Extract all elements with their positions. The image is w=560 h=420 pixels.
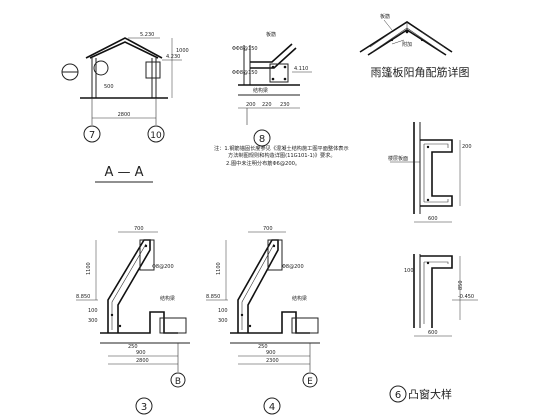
rebar-lower xyxy=(424,199,449,203)
gable-roof xyxy=(85,37,163,59)
axis-7-label: 7 xyxy=(89,130,95,141)
slab-rebar xyxy=(241,243,275,330)
sloped-slab xyxy=(107,239,151,333)
rebar-hatch-right xyxy=(421,31,445,48)
elev-top-text: 5.230 xyxy=(140,32,154,38)
sloped-slab xyxy=(237,239,279,333)
detail-4: 700 1100 8.850 100 300 结构梁 Φ8@200 900 23… xyxy=(206,226,320,415)
dim-top: 700 xyxy=(134,226,144,232)
axis-bubble-e xyxy=(302,372,318,388)
lintel xyxy=(159,317,187,334)
dim-low-text: 500 xyxy=(104,84,114,90)
window-6: 楼层板面 200 600 850 -0.450 100 600 6 凸窗大样 xyxy=(388,122,478,403)
label-slab: 楼层板面 xyxy=(388,155,408,162)
dim-a: 200 xyxy=(246,102,256,108)
ridge-detail: 板筋 附加 雨篷板阳角配筋详图 xyxy=(359,13,470,79)
axis-3-label: 3 xyxy=(141,402,147,413)
bay-lower-outline xyxy=(420,255,453,328)
dim-lower-w: 600 xyxy=(428,330,438,336)
dim-low2: 300 xyxy=(88,318,98,324)
elev: 8.850 xyxy=(76,294,90,300)
bay-upper-outline xyxy=(420,139,453,207)
detail-8: 板筋 ΦΦ8@150 ΦΦ8@150 结构梁 4.110 200 220 230… xyxy=(232,31,312,147)
axis-e-label: E xyxy=(307,377,313,387)
dim-upper-w: 600 xyxy=(428,216,438,222)
label-rebar-2: ΦΦ8@150 xyxy=(232,70,258,76)
dim-side-text: 1000 xyxy=(176,48,189,54)
roof-slab xyxy=(250,43,293,63)
dim-span: 900 xyxy=(136,350,146,356)
label-beam: 结构梁 xyxy=(160,295,175,302)
dim-low3: 250 xyxy=(128,344,138,350)
elev-text: 4.110 xyxy=(294,66,308,72)
axis-8-label: 8 xyxy=(259,134,265,145)
label-slab: 板筋 xyxy=(266,31,276,38)
axis-4-label: 4 xyxy=(269,402,275,413)
dim-bottom: 2300 xyxy=(266,358,279,364)
axis-bubble-b xyxy=(170,372,186,388)
edge-beam xyxy=(269,63,289,83)
dim-span: 900 xyxy=(266,350,276,356)
dim-low1: 100 xyxy=(218,308,228,314)
leader-bottom xyxy=(391,39,405,45)
corner-beam xyxy=(145,61,161,79)
dim-upper-h: 200 xyxy=(462,144,472,150)
dim-low3: 250 xyxy=(258,344,268,350)
top-box xyxy=(267,239,283,271)
leader-top xyxy=(383,19,393,31)
axis-bubble-10 xyxy=(147,125,165,143)
note-line-1: 注：1.钢筋锚固长度参见《混凝土结构施工图平面整体表示 xyxy=(214,144,349,152)
note-line-3: 2.图中未注明分布筋Φ6@200。 xyxy=(226,159,300,167)
dim-ht: 1100 xyxy=(216,262,222,275)
axis-b-label: B xyxy=(175,377,181,387)
elev: 8.850 xyxy=(206,294,220,300)
axis-bubble-8 xyxy=(253,129,271,147)
note-line-2: 方法制图规则和构造详图(11G101-1)》要求。 xyxy=(228,151,336,159)
rebar-hatch-left xyxy=(369,31,393,48)
top-box xyxy=(139,239,155,271)
dim-lower-h: 850 xyxy=(458,280,464,290)
label-beam: 结构梁 xyxy=(292,295,307,302)
slab-rebar xyxy=(111,243,147,330)
section-aa: 7 10 2800 5.230 4.230 1000 500 A — A xyxy=(61,32,189,183)
label-rebar: ΦΦ8@150 xyxy=(232,46,258,52)
ridge-label-rebar: 板筋 xyxy=(380,13,390,20)
label-rebar: Φ8@200 xyxy=(152,264,174,270)
elev: -0.450 xyxy=(458,294,474,300)
label-beam: 结构梁 xyxy=(253,87,268,94)
dim-top: 700 xyxy=(263,226,273,232)
axis-bubble-7 xyxy=(83,125,101,143)
rebar-lower-top xyxy=(424,261,449,264)
dim-small: 100 xyxy=(404,268,414,274)
lintel xyxy=(291,317,319,334)
window-title: 凸窗大样 xyxy=(408,387,452,401)
dim-low1: 100 xyxy=(88,308,98,314)
dim-ht: 1100 xyxy=(86,262,92,275)
axis-6-label: 6 xyxy=(395,390,401,401)
rebar-upper xyxy=(424,143,449,148)
general-notes: 注：1.钢筋锚固长度参见《混凝土结构施工图平面整体表示 方法制图规则和构造详图(… xyxy=(214,144,349,167)
detail-3: 700 1100 8.850 100 300 结构梁 Φ8@200 900 28… xyxy=(76,226,190,415)
dim-low2: 300 xyxy=(218,318,228,324)
section-aa-title: A — A xyxy=(104,165,143,180)
axis-bubble-6 xyxy=(389,385,407,403)
axis-10-label: 10 xyxy=(150,131,162,141)
dim-bottom: 2800 xyxy=(136,358,149,364)
ridge-label-add: 附加 xyxy=(402,41,412,48)
dim-c: 230 xyxy=(280,102,290,108)
eave-circle xyxy=(93,60,109,76)
axis-bubble-3 xyxy=(135,397,153,415)
roof-slab-bottom xyxy=(250,47,297,69)
dim-width-text: 2800 xyxy=(118,112,131,118)
label-rebar: Φ8@200 xyxy=(282,264,304,270)
ridge-detail-title: 雨篷板阳角配筋详图 xyxy=(371,65,470,79)
gable-roof-inner xyxy=(89,41,159,59)
dim-b: 220 xyxy=(262,102,272,108)
axis-bubble-4 xyxy=(263,397,281,415)
elev-mid-text: 4.230 xyxy=(166,54,180,60)
